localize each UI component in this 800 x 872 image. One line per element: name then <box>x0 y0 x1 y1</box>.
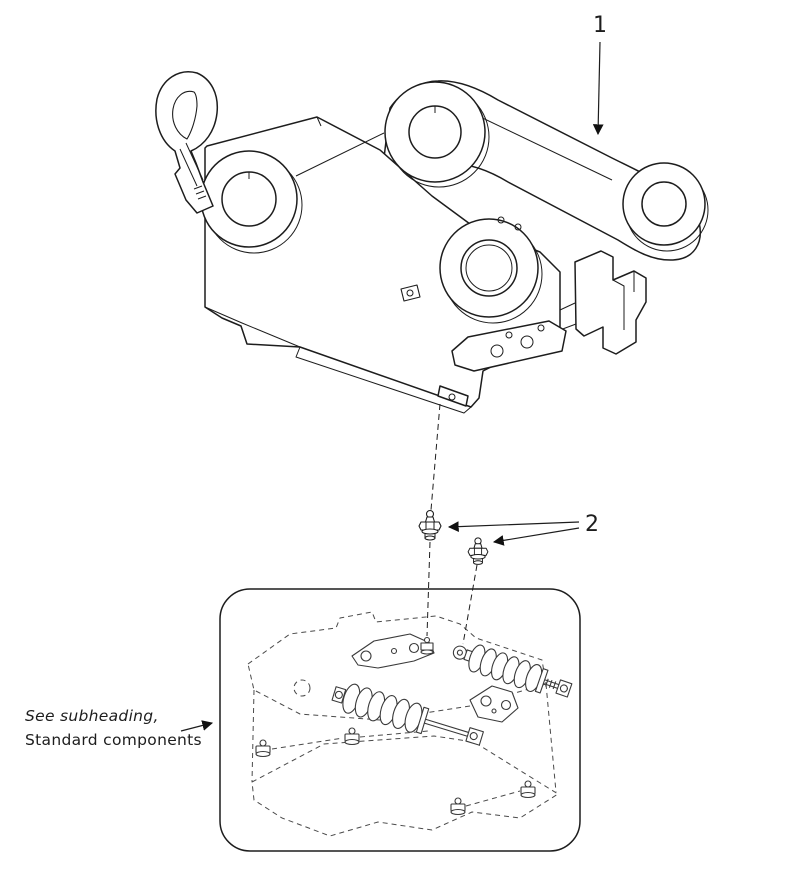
spring-assembly-1 <box>452 644 573 698</box>
spring-assembly-2 <box>331 683 484 746</box>
leader-dashed-fitting1 <box>426 541 431 637</box>
hook-latch <box>155 71 219 214</box>
subheading-note: See subheading, Standard components <box>25 707 214 749</box>
callout-1: 1 <box>592 13 607 136</box>
pin-fitting-3 <box>450 797 466 816</box>
box-border <box>219 588 581 852</box>
callout-2: 2 <box>447 512 599 546</box>
callout-1-leader <box>592 41 604 136</box>
bell-crank <box>469 685 519 723</box>
grease-fitting-1 <box>418 509 442 541</box>
note-arrow <box>180 720 214 732</box>
note-line-2: Standard components <box>25 731 202 749</box>
bore-center <box>439 218 543 324</box>
callout-2-leader-a <box>447 521 580 533</box>
callout-2-leader-b <box>492 527 580 546</box>
callout-2-label: 2 <box>585 512 599 537</box>
note-line-1: See subheading, <box>25 707 159 725</box>
coupler-assembly-drawing <box>155 71 709 414</box>
grease-fitting-2 <box>467 537 489 565</box>
bore-right <box>622 162 709 252</box>
leader-dashed-fitting2 <box>462 564 478 645</box>
pin-fitting-2 <box>344 727 360 746</box>
bore-top-center <box>384 81 490 188</box>
pin-fitting-4 <box>520 780 536 799</box>
pin-fitting-1 <box>255 739 271 758</box>
callout-1-label: 1 <box>593 13 607 38</box>
standard-components-box <box>219 588 581 852</box>
latch-lever <box>351 633 435 669</box>
leader-dashed-top <box>430 403 441 511</box>
